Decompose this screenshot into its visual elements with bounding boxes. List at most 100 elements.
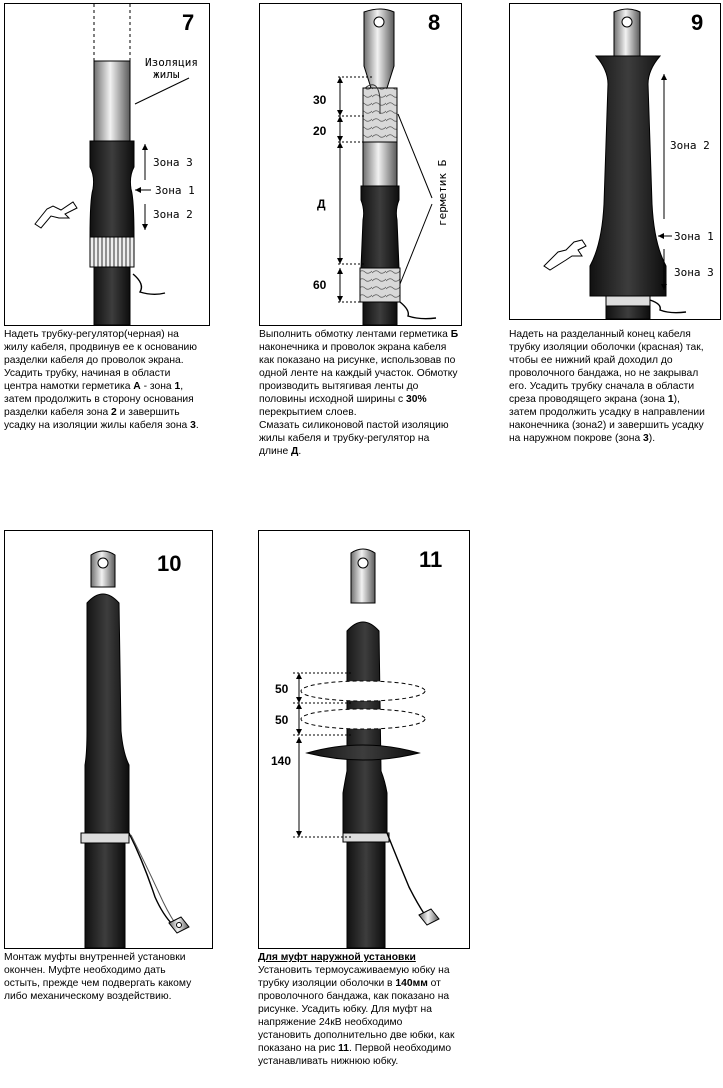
caption-line: устанавливать нижнюю юбку.: [258, 1056, 399, 1067]
caption-heading: Для муфт наружной установки: [258, 952, 416, 963]
caption-line: окончен. Муфте необходимо дать: [4, 965, 166, 976]
lug-hole: [97, 557, 109, 569]
caption-line: центра намотки герметика А - зона 1,: [4, 381, 184, 392]
dimension-50-upper: 50: [275, 682, 289, 696]
torch-icon: [543, 239, 587, 271]
caption-line: жилу кабеля, продвинув ее к основанию: [4, 342, 197, 353]
wire-screen: [89, 236, 135, 268]
core-insulation: [93, 60, 131, 142]
lug: [90, 550, 116, 588]
caption-step-9: Надеть на разделанный конец кабеля трубк…: [509, 328, 723, 445]
caption-step-7: Надеть трубку-регулятор(черная) на жилу …: [4, 328, 214, 432]
caption-line: трубку изоляции оболочки в 140мм от: [258, 978, 441, 989]
caption-line: установить дополнительно две юбки, как: [258, 1030, 455, 1041]
sheath-insulation-tube: [589, 55, 667, 297]
figure-step-9: 9 Зона 2 Зона 1 Зона 3: [509, 3, 721, 320]
label-sealant-b: герметик Б: [436, 159, 449, 226]
step-number: 10: [157, 551, 182, 576]
label-zone-2: Зона 2: [153, 208, 193, 221]
caption-line: Монтаж муфты внутренней установки: [4, 952, 186, 963]
sealant-wrap-lower: [359, 267, 401, 303]
regulator-tube: [360, 185, 400, 269]
earth-wire: [128, 832, 174, 926]
caption-line: длине Д.: [259, 446, 302, 457]
caption-line: трубку изоляции оболочки (красная) так,: [509, 342, 704, 353]
dimension-60: 60: [313, 278, 327, 292]
dimension-50-lower: 50: [275, 713, 289, 727]
caption-step-8: Выполнить обмотку лентами герметика Б на…: [259, 328, 474, 458]
dimension-20: 20: [313, 124, 327, 138]
caption-line: разделки кабеля зона 2 и завершить: [4, 407, 180, 418]
caption-line: Надеть на разделанный конец кабеля: [509, 329, 691, 340]
caption-line: напряжение 24кВ необходимо: [258, 1017, 403, 1028]
sheath-insulation-tube: [84, 593, 130, 834]
caption-step-11: Для муфт наружной установки Установить т…: [258, 951, 473, 1068]
caption-line: затем продолжить усадку в направлении: [509, 407, 705, 418]
caption-line: жилы кабеля и трубку-регулятор на: [259, 433, 430, 444]
caption-line: рисунке. Усадить юбку. Для муфт на: [258, 1004, 432, 1015]
lug: [613, 8, 641, 57]
caption-line: наконечника и проволок экрана кабеля: [259, 342, 447, 353]
caption-line: Надеть трубку-регулятор(черная) на: [4, 329, 179, 340]
caption-line: половины исходной ширины с 30%: [259, 394, 427, 405]
caption-line: проволочного бандажа, но не закрывал: [509, 368, 699, 379]
cable-illustration: 50 50 140: [271, 548, 440, 948]
lug-hole: [357, 557, 369, 569]
caption-line: среза проводящего экрана (зона 1),: [509, 394, 680, 405]
cable-sheath: [93, 266, 131, 325]
caption-line: производить вытягивая ленты до: [259, 381, 419, 392]
caption-line: Выполнить обмотку лентами герметика Б: [259, 329, 459, 340]
lug: [350, 548, 376, 604]
caption-line: либо механическому воздействию.: [4, 991, 172, 1002]
caption-line: проволочного бандажа, как показано на: [258, 991, 450, 1002]
caption-line: наконечника (зона2) и завершить усадку: [509, 420, 704, 431]
step-number: 11: [419, 547, 443, 572]
caption-line: чтобы ее нижний край доходил до: [509, 355, 673, 366]
regulator-tube: [89, 140, 135, 238]
earth-wire: [649, 299, 687, 314]
earth-lug: [418, 908, 440, 926]
dimension-30: 30: [313, 93, 327, 107]
caption-line: Смазать силиконовой пастой изоляцию: [259, 420, 449, 431]
cable-illustration: Зона 2 Зона 1 Зона 3: [543, 8, 714, 319]
figure-step-7: 7 Изоляция жилы Зона 3 Зона 1 Зона 2: [4, 3, 210, 326]
optional-skirt-lower: [300, 708, 426, 730]
caption-line: разделки кабеля до проволок экрана.: [4, 355, 184, 366]
label-insulation-2: жилы: [153, 68, 180, 81]
figure-step-8: 8 30: [259, 3, 462, 326]
caption-line: усадку на изоляции жилы кабеля зона 3.: [4, 420, 199, 431]
cable-sheath: [84, 842, 126, 948]
caption-line: одной ленте на каждый участок. Обмотку: [259, 368, 458, 379]
caption-line: перекрытием слоев.: [259, 407, 357, 418]
optional-skirt-upper: [300, 680, 426, 702]
caption-line: Усадить трубку, начиная в области: [4, 368, 171, 379]
lug-hole: [373, 16, 385, 28]
dimension-140: 140: [271, 754, 291, 768]
cable-sheath: [605, 305, 651, 319]
cable-sheath: [362, 301, 398, 325]
earth-wire: [132, 273, 166, 295]
rain-skirt: [305, 744, 421, 761]
cable-illustration: [80, 550, 190, 948]
caption-line: остыть, прежде чем подвергать какому: [4, 978, 192, 989]
cable-illustration: 30 20 Д 60 герметик Б: [313, 8, 449, 325]
figure-step-10: 10: [4, 530, 213, 949]
step-number: 9: [691, 10, 704, 35]
caption-line: как показано на рисунке, использовав по: [259, 355, 456, 366]
dimension-d: Д: [317, 197, 326, 211]
label-zone-1: Зона 1: [674, 230, 714, 243]
core-insulation: [362, 141, 398, 187]
caption-line: на наружном покрове (зона 3).: [509, 433, 656, 444]
label-insulation-1: Изоляция: [145, 56, 198, 69]
earth-wire: [399, 301, 437, 320]
caption-line: показано на рис 11. Первой необходимо: [258, 1043, 452, 1054]
lug-hole: [621, 16, 633, 28]
leader-line: [134, 77, 190, 105]
caption-line: Установить термоусаживаемую юбку на: [258, 965, 450, 976]
cable-illustration: Изоляция жилы Зона 3 Зона 1 Зона 2: [34, 4, 198, 325]
wire-bandage: [605, 295, 651, 307]
cable-sheath: [346, 841, 386, 948]
label-zone-1: Зона 1: [155, 184, 195, 197]
torch-icon: [34, 201, 78, 229]
label-zone-3: Зона 3: [674, 266, 714, 279]
